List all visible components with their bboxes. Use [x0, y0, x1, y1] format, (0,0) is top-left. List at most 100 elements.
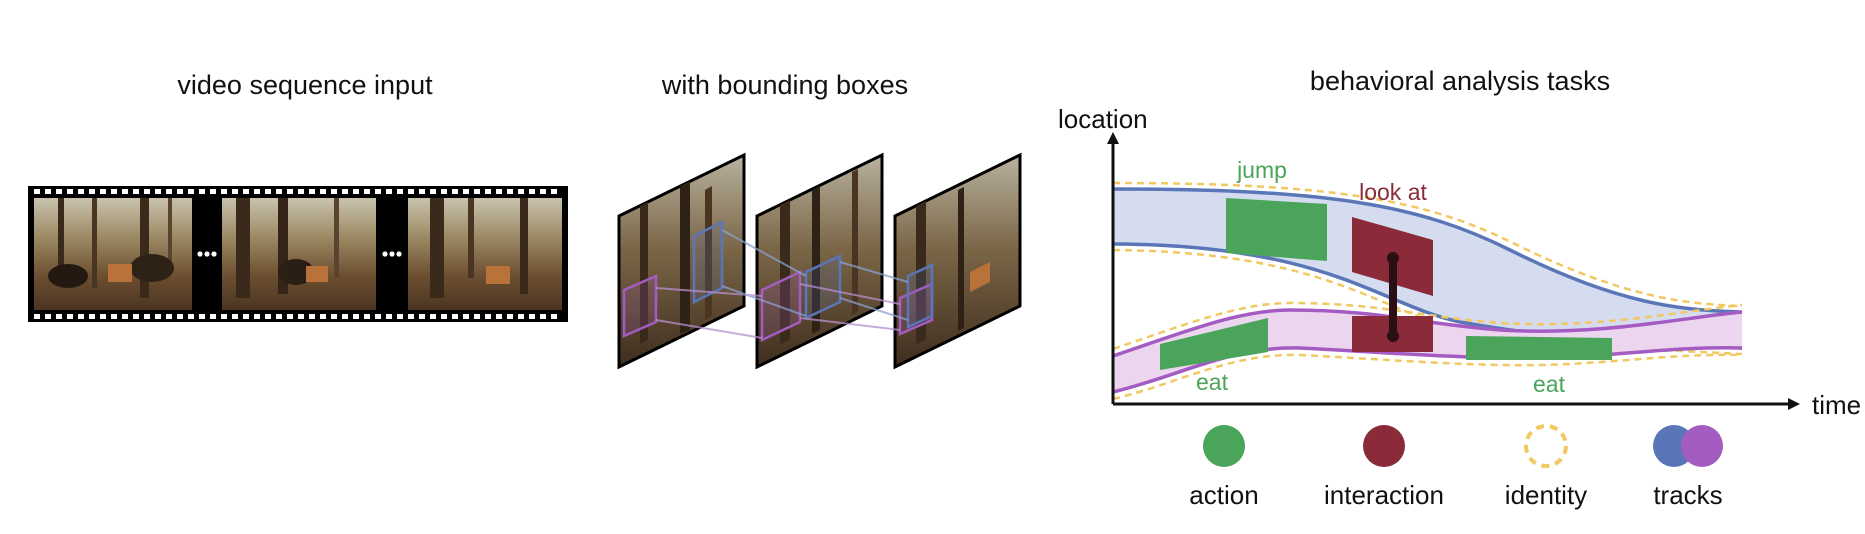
sprocket-hole — [56, 314, 62, 319]
sprocket-hole — [397, 314, 403, 319]
sprocket-hole — [309, 314, 315, 319]
sprocket-hole — [78, 314, 84, 319]
sprocket-hole — [364, 314, 370, 319]
sprocket-hole — [155, 189, 161, 194]
sprocket-hole — [496, 189, 502, 194]
sprocket-hole — [309, 189, 315, 194]
sprocket-hole — [177, 189, 183, 194]
sprocket-hole — [78, 189, 84, 194]
sprocket-hole — [45, 189, 51, 194]
sprocket-hole — [100, 189, 106, 194]
action-eat-1 — [1160, 318, 1268, 370]
sprocket-hole — [155, 314, 161, 319]
legend-label-identity: identity — [1505, 480, 1587, 510]
sprocket-hole — [441, 314, 447, 319]
sprocket-hole — [232, 189, 238, 194]
timeline-diagram: location time jump look at eat eat — [1058, 104, 1861, 420]
sprocket-hole — [320, 314, 326, 319]
sprocket-hole — [100, 314, 106, 319]
sprocket-hole — [452, 314, 458, 319]
legend-label-tracks: tracks — [1653, 480, 1722, 510]
sprocket-hole — [133, 189, 139, 194]
blue-bounding-boxes — [692, 219, 934, 329]
ellipsis-icon — [382, 251, 402, 257]
sprocket-hole — [56, 189, 62, 194]
sprocket-hole — [441, 189, 447, 194]
skewed-frame-2 — [755, 152, 884, 370]
sprocket-hole — [254, 189, 260, 194]
interaction-swatch — [1363, 425, 1405, 467]
track-connection-lines — [655, 229, 909, 339]
sprocket-hole — [452, 189, 458, 194]
sprocket-hole — [474, 189, 480, 194]
sprocket-hole — [166, 314, 172, 319]
ellipsis-icon — [197, 251, 217, 257]
sprocket-hole — [518, 314, 524, 319]
sprocket-hole — [463, 189, 469, 194]
label-eat-2: eat — [1533, 371, 1566, 397]
sprocket-hole — [496, 314, 502, 319]
legend-label-interaction: interaction — [1324, 480, 1444, 510]
sprocket-hole — [408, 189, 414, 194]
sprocket-hole — [287, 189, 293, 194]
sprocket-hole — [144, 314, 150, 319]
legend-label-action: action — [1189, 480, 1258, 510]
sprocket-hole — [243, 189, 249, 194]
sprocket-hole — [34, 189, 40, 194]
sprocket-hole — [353, 314, 359, 319]
sprocket-hole — [122, 314, 128, 319]
legend-item-action: action — [1189, 425, 1259, 510]
sprocket-hole — [353, 189, 359, 194]
identity-swatch — [1524, 424, 1568, 468]
sprocket-hole — [210, 189, 216, 194]
sprocket-hole — [89, 314, 95, 319]
sprocket-hole — [529, 189, 535, 194]
sprocket-hole — [507, 189, 513, 194]
sprocket-hole — [221, 314, 227, 319]
sprocket-hole — [375, 314, 381, 319]
sprocket-hole — [221, 189, 227, 194]
sprocket-hole — [111, 189, 117, 194]
sprocket-hole — [397, 189, 403, 194]
sprocket-hole — [210, 314, 216, 319]
legend: action interaction identity tracks — [1189, 424, 1723, 510]
sprocket-hole — [243, 314, 249, 319]
sprocket-hole — [551, 314, 557, 319]
sprocket-hole — [419, 189, 425, 194]
sprocket-hole — [320, 189, 326, 194]
sprocket-hole — [276, 314, 282, 319]
sprocket-hole — [67, 314, 73, 319]
sprocket-hole — [474, 314, 480, 319]
sprocket-hole — [485, 314, 491, 319]
sprocket-hole — [375, 189, 381, 194]
sprocket-hole — [111, 314, 117, 319]
sprocket-hole — [540, 189, 546, 194]
interaction-segments — [1352, 217, 1433, 352]
sprocket-hole — [386, 314, 392, 319]
sprocket-hole — [342, 314, 348, 319]
skewed-frame-3 — [893, 152, 1022, 370]
film-frame-1 — [34, 198, 192, 310]
film-sprocket-holes-bottom — [34, 314, 557, 319]
sprocket-hole — [342, 189, 348, 194]
legend-item-identity: identity — [1505, 424, 1587, 510]
sprocket-hole — [551, 189, 557, 194]
sprocket-hole — [276, 189, 282, 194]
title-behavioral-tasks: behavioral analysis tasks — [1309, 66, 1611, 96]
sprocket-hole — [199, 314, 205, 319]
sprocket-hole — [188, 189, 194, 194]
film-sprocket-holes-top — [34, 189, 557, 194]
sprocket-hole — [430, 314, 436, 319]
sprocket-hole — [265, 189, 271, 194]
label-look-at: look at — [1359, 179, 1427, 205]
sprocket-hole — [386, 189, 392, 194]
label-jump: jump — [1236, 157, 1287, 183]
film-strip — [28, 186, 568, 322]
action-jump — [1226, 198, 1327, 261]
sprocket-hole — [507, 314, 513, 319]
sprocket-hole — [67, 189, 73, 194]
sprocket-hole — [34, 314, 40, 319]
sprocket-hole — [408, 314, 414, 319]
sprocket-hole — [166, 189, 172, 194]
sprocket-hole — [331, 314, 337, 319]
